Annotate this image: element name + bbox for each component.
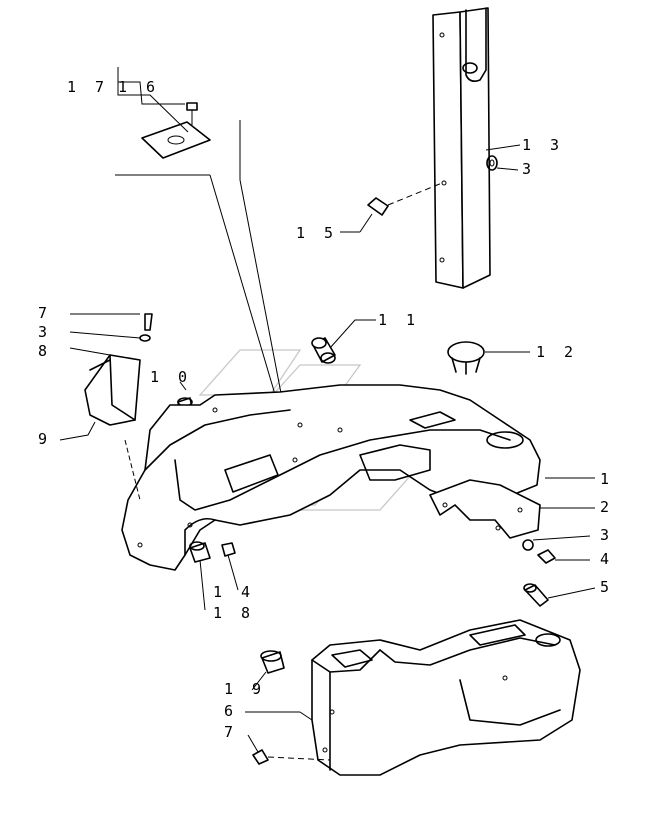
leader-18 — [199, 559, 206, 611]
callout-17: 1 7 — [67, 78, 109, 96]
leader-8 — [69, 347, 111, 356]
bolt-7-left — [144, 313, 153, 331]
leader-5 — [547, 587, 596, 599]
callout-19: 1 9 — [224, 680, 266, 698]
pin-15 — [367, 182, 443, 216]
callout-12: 1 2 — [536, 343, 578, 361]
cover-9 — [84, 354, 141, 426]
leader-19 — [251, 671, 267, 691]
callout-11: 1 1 — [378, 311, 420, 329]
callout-14: 1 4 — [213, 583, 255, 601]
callout-3-left: 3 — [38, 323, 52, 341]
plate-16 — [141, 121, 211, 159]
leader-3-top — [496, 167, 519, 171]
callout-8: 8 — [38, 342, 52, 360]
callout-18: 1 8 — [213, 604, 255, 622]
leader-11 — [329, 319, 376, 349]
callout-3-right: 3 — [600, 526, 614, 544]
leader-10 — [179, 381, 187, 391]
callout-10: 1 0 — [150, 368, 192, 386]
lower-cover-6 — [311, 619, 581, 776]
main-console-housing — [121, 384, 541, 571]
callout-7-bottom: 7 — [224, 723, 238, 741]
callout-16: 1 6 — [118, 78, 160, 96]
callout-3-top: 3 — [522, 160, 536, 178]
bolt-17 — [186, 102, 198, 125]
bolt-7-bottom — [252, 749, 331, 765]
leader-3-right — [532, 535, 591, 541]
washer-3-left — [139, 334, 151, 342]
leader-17 — [118, 81, 185, 105]
leader-14 — [227, 554, 239, 591]
callout-1: 1 — [600, 470, 614, 488]
clip-12 — [447, 341, 485, 375]
callout-13: 1 3 — [522, 136, 564, 154]
callout-5: 5 — [600, 578, 614, 596]
callout-2: 2 — [600, 498, 614, 516]
vertical-support-bracket — [432, 7, 491, 289]
washer-3-top — [486, 155, 498, 171]
bushing-18 — [189, 541, 211, 563]
callout-4: 4 — [600, 550, 614, 568]
leader-7-bottom — [247, 734, 259, 753]
bushing-14 — [221, 542, 236, 557]
leader-16 — [117, 67, 189, 133]
callout-6: 6 — [224, 702, 238, 720]
washer-3-right — [522, 539, 534, 551]
plug-19 — [260, 650, 285, 674]
leader-6b — [299, 711, 313, 721]
bracket-plate-2 — [429, 479, 541, 539]
knob-5 — [523, 583, 549, 607]
callout-9: 9 — [38, 430, 52, 448]
callout-15: 1 5 — [296, 224, 338, 242]
leader-9 — [59, 421, 96, 441]
screw-4 — [537, 549, 556, 564]
leader-13 — [485, 144, 521, 151]
bushing-11 — [311, 337, 336, 364]
leader-3-left — [69, 331, 141, 339]
callout-7-left: 7 — [38, 304, 52, 322]
leader-15b — [359, 213, 373, 233]
